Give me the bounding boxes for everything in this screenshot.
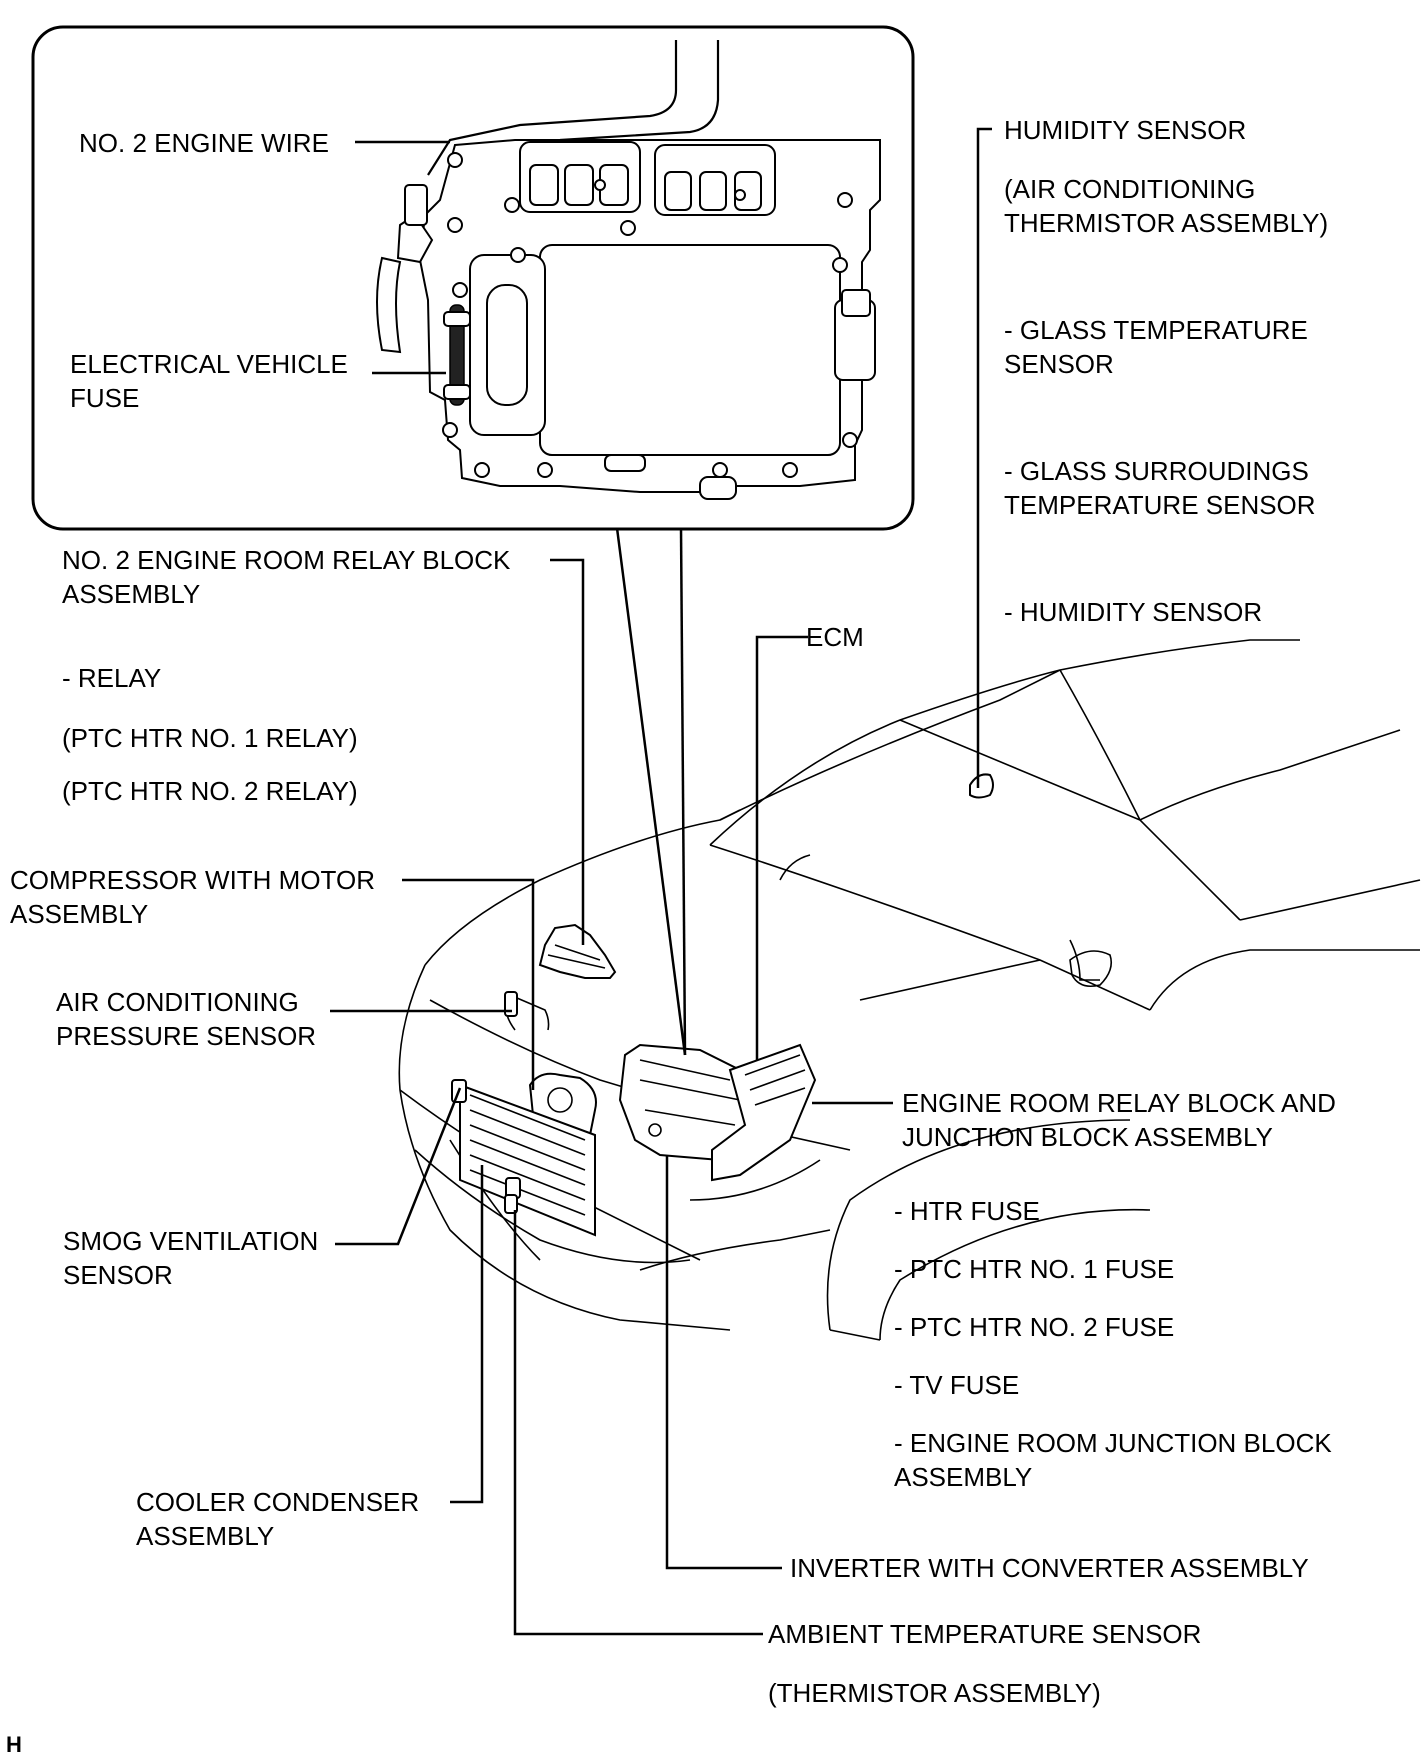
label-ev-fuse-line2: FUSE [70,383,139,413]
label-no2-relay-block-line1: NO. 2 ENGINE ROOM RELAY BLOCK [62,545,511,575]
label-condenser-line2: ASSEMBLY [136,1521,274,1551]
label-no2-relay-block-line2: ASSEMBLY [62,579,200,609]
label-er-jb-line1: - ENGINE ROOM JUNCTION BLOCK [894,1428,1332,1458]
leader-ambient [513,1210,763,1636]
ambient-temperature-sensor-part [504,1194,518,1214]
label-ambient-line2: (THERMISTOR ASSEMBLY) [768,1678,1101,1708]
label-er-jb-line2: ASSEMBLY [894,1462,1032,1492]
label-htr-fuse: - HTR FUSE [894,1196,1040,1226]
label-ecm: ECM [806,622,864,652]
leader-compressor [402,878,535,1090]
leader-condenser [450,1165,484,1504]
inverter-top-connector-right [654,144,776,216]
figure-id: H [6,1732,22,1757]
inverter-top-connector-left [519,141,641,213]
engine-room-relay-block-part [711,1043,817,1182]
label-glass-temp-line2: SENSOR [1004,349,1114,379]
label-ac-pressure-line1: AIR CONDITIONING [56,987,299,1017]
vehicle-outline [398,639,1421,1341]
label-humidity-sensor: HUMIDITY SENSOR [1004,115,1246,145]
label-glass-surr-line1: - GLASS SURROUDINGS [1004,456,1309,486]
leader-ecm [755,635,808,1060]
label-ac-pressure-line2: PRESSURE SENSOR [56,1021,316,1051]
label-compressor-line1: COMPRESSOR WITH MOTOR [10,865,375,895]
humidity-sensor-part [969,773,994,799]
inset-callout-line-right [679,527,687,1056]
label-er-relay-jb-line2: JUNCTION BLOCK ASSEMBLY [902,1122,1273,1152]
inverter-detail-inset [31,25,915,531]
label-smog-line1: SMOG VENTILATION [63,1226,318,1256]
leader-inverter [665,1155,782,1570]
label-inverter: INVERTER WITH CONVERTER ASSEMBLY [790,1553,1309,1583]
label-no2-engine-wire: NO. 2 ENGINE WIRE [79,128,329,158]
electrical-vehicle-fuse [443,304,471,406]
leader-no2-relay-block [550,558,585,945]
label-er-relay-jb-line1: ENGINE ROOM RELAY BLOCK AND [902,1088,1336,1118]
label-ptc1-relay: (PTC HTR NO. 1 RELAY) [62,723,358,753]
label-glass-surr-line2: TEMPERATURE SENSOR [1004,490,1316,520]
label-tv-fuse: - TV FUSE [894,1370,1019,1400]
leader-lines [330,127,992,1636]
inset-callout-line-left [615,527,687,1056]
label-compressor-line2: ASSEMBLY [10,899,148,929]
leader-humidity-sensor [976,127,992,788]
label-ac-thermistor-line1: (AIR CONDITIONING [1004,174,1255,204]
label-ptc2-relay: (PTC HTR NO. 2 RELAY) [62,776,358,806]
label-ac-thermistor-line2: THERMISTOR ASSEMBLY) [1004,208,1328,238]
label-ptc2-fuse: - PTC HTR NO. 2 FUSE [894,1312,1174,1342]
label-humidity-sub: - HUMIDITY SENSOR [1004,597,1262,627]
label-glass-temp-line1: - GLASS TEMPERATURE [1004,315,1308,345]
label-ambient-line1: AMBIENT TEMPERATURE SENSOR [768,1619,1201,1649]
label-condenser-line1: COOLER CONDENSER [136,1487,419,1517]
leader-smog [335,1087,462,1246]
label-smog-line2: SENSOR [63,1260,173,1290]
label-relay: - RELAY [62,663,161,693]
no2-relay-block-part [538,923,617,979]
inverter-bolts [442,152,858,478]
labels: NO. 2 ENGINE WIRE ELECTRICAL VEHICLE FUS… [6,115,1336,1757]
label-ev-fuse-line1: ELECTRICAL VEHICLE [70,349,348,379]
label-ptc1-fuse: - PTC HTR NO. 1 FUSE [894,1254,1174,1284]
